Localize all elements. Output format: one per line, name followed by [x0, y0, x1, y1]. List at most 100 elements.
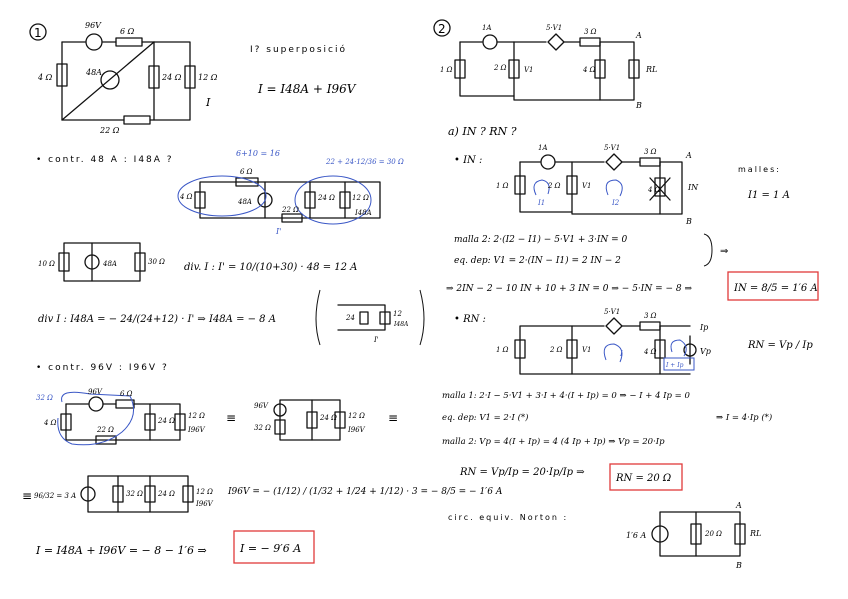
rn-label: • RN : — [454, 314, 486, 325]
norton-equivalent-circuit: 1′6 A 20 Ω RL A B — [626, 501, 761, 570]
eqdep2-equation: eq. dep: V1 = 2·I (*) — [442, 412, 528, 423]
svg-text:1A: 1A — [538, 144, 548, 152]
final-answer-box — [233, 530, 315, 564]
svg-text:I2: I2 — [611, 199, 620, 207]
svg-text:4 Ω: 4 Ω — [647, 186, 661, 194]
rn-calculation: RN = Vp/Ip = 20·Ip/Ip ⇒ — [459, 467, 585, 478]
resistor-icon — [115, 37, 143, 47]
problem2-main-circuit: 1A 5·V1 3 Ω 1 Ω 2 Ω V1 4 Ω RL A B — [440, 24, 657, 110]
svg-text:1 Ω: 1 Ω — [440, 66, 453, 74]
svg-text:I: I — [619, 350, 623, 358]
svg-text:B: B — [685, 217, 692, 226]
brace — [703, 233, 713, 267]
svg-text:IN: IN — [687, 183, 699, 192]
svg-text:24: 24 — [345, 314, 355, 322]
svg-text:48A: 48A — [102, 260, 117, 268]
svg-text:V1: V1 — [582, 346, 592, 354]
svg-text:12 Ω: 12 Ω — [198, 73, 218, 82]
final-sum: I = I48A + I96V = − 8 − 1′6 ⇒ — [35, 544, 207, 557]
problem1-number: 1 — [29, 23, 47, 41]
svg-text:2 Ω: 2 Ω — [547, 182, 561, 190]
svg-text:5·V1: 5·V1 — [604, 144, 620, 152]
svg-text:2 Ω: 2 Ω — [549, 346, 563, 354]
svg-text:A: A — [735, 501, 742, 510]
in-answer: IN = 8/5 = 1′6 A — [733, 283, 818, 294]
svg-text:B: B — [735, 561, 742, 570]
svg-text:2 Ω: 2 Ω — [493, 64, 507, 72]
rn-answer-box — [609, 463, 683, 491]
problem1-main-circuit: 96V 6 Ω 4 Ω 48A 24 Ω 12 Ω 22 Ω I — [37, 21, 218, 135]
svg-text:22 Ω: 22 Ω — [99, 126, 120, 135]
svg-text:I + Ip: I + Ip — [665, 362, 684, 369]
svg-text:4 Ω: 4 Ω — [43, 419, 57, 427]
svg-text:RL: RL — [749, 529, 761, 538]
svg-text:RL: RL — [645, 65, 657, 74]
voltage-source-icon — [85, 33, 103, 51]
svg-text:B: B — [635, 101, 642, 110]
svg-text:96V: 96V — [254, 402, 269, 410]
equivalence-sign: ≡ — [22, 489, 32, 503]
svg-text:12 Ω: 12 Ω — [188, 412, 205, 420]
svg-text:1 Ω: 1 Ω — [496, 346, 509, 354]
svg-text:24 Ω: 24 Ω — [157, 417, 175, 425]
resistor-icon — [56, 63, 68, 87]
svg-text:12: 12 — [393, 310, 402, 318]
svg-text:22 + 24·12/36 = 30 Ω: 22 + 24·12/36 = 30 Ω — [325, 158, 404, 166]
svg-text:I96V: I96V — [347, 426, 366, 434]
svg-text:Ip: Ip — [699, 323, 708, 332]
svg-text:A: A — [635, 31, 642, 40]
malla2b-equation: malla 2: Vp = 4(I + Ip) = 4 (4 Ip + Ip) … — [442, 436, 665, 447]
equivalence-sign: ≡ — [226, 411, 236, 425]
svg-text:24 Ω: 24 Ω — [319, 414, 337, 422]
svg-text:3 Ω: 3 Ω — [644, 312, 657, 320]
rn-formula: RN = Vp / Ip — [747, 340, 813, 351]
svg-text:32 Ω: 32 Ω — [36, 394, 53, 402]
svg-text:12 Ω: 12 Ω — [196, 488, 213, 496]
eqdep1-equation: eq. dep: V1 = 2·(IN − I1) = 2 IN − 2 — [454, 255, 621, 266]
svg-text:4 Ω: 4 Ω — [179, 193, 193, 201]
in-circuit: 1A 5·V1 3 Ω 1 Ω 2 Ω V1 4 Ω IN A B I1 I2 — [496, 144, 699, 226]
i-substitution: ⇒ I = 4·Ip (*) — [716, 412, 772, 423]
svg-text:10 Ω: 10 Ω — [38, 260, 55, 268]
i1-equation: I1 = 1 A — [747, 190, 790, 201]
svg-text:5·V1: 5·V1 — [604, 308, 620, 316]
svg-text:3 Ω: 3 Ω — [584, 28, 597, 36]
resistor-icon — [184, 65, 196, 89]
malles-label: malles: — [738, 165, 781, 174]
svg-text:24 Ω: 24 Ω — [161, 73, 182, 82]
svg-text:4 Ω: 4 Ω — [643, 348, 657, 356]
malla1-equation: malla 1: 2·I − 5·V1 + 3·I + 4·(I + Ip) =… — [442, 390, 691, 401]
in-answer-box — [727, 271, 819, 301]
contr96-circuit: 32 Ω 96V 6 Ω 4 Ω 22 Ω 24 Ω 12 Ω I96V — [36, 388, 206, 446]
svg-text:V1: V1 — [582, 182, 592, 190]
problem2-number: 2 — [433, 19, 451, 37]
svg-text:6 Ω: 6 Ω — [120, 390, 133, 398]
current-source-icon — [100, 70, 120, 90]
svg-text:4 Ω: 4 Ω — [582, 66, 596, 74]
div-current-2: div I : I48A = − 24/(24+12) · I' ⇒ I48A … — [38, 314, 276, 325]
svg-text:I96V: I96V — [187, 426, 206, 434]
svg-text:Vp: Vp — [700, 347, 711, 356]
in-label: • IN : — [454, 155, 482, 166]
contr48-circuit: 4 Ω 6 Ω 48A 22 Ω 24 Ω 12 Ω I48A 6+10 = 1… — [177, 149, 404, 236]
svg-text:1 Ω: 1 Ω — [496, 182, 509, 190]
rn-answer: RN = 20 Ω — [615, 473, 671, 484]
svg-text:48A: 48A — [237, 198, 252, 206]
svg-text:2: 2 — [438, 22, 446, 36]
contr96-title: • contr. 96V : I96V ? — [36, 363, 169, 373]
contr48-title: • contr. 48 A : I48A ? — [36, 155, 174, 165]
malla2-equation: malla 2: 2·(I2 − I1) − 5·V1 + 3·IN = 0 — [454, 234, 628, 245]
svg-text:1′6 A: 1′6 A — [626, 531, 647, 540]
svg-text:24 Ω: 24 Ω — [157, 490, 175, 498]
reduced-circuit: 96V 32 Ω 24 Ω 12 Ω I96V — [254, 399, 366, 441]
svg-text:12 Ω: 12 Ω — [348, 412, 365, 420]
implies-arrow: ⇒ — [720, 246, 728, 257]
svg-text:32 Ω: 32 Ω — [254, 424, 271, 432]
svg-text:1A: 1A — [482, 24, 492, 32]
svg-text:6 Ω: 6 Ω — [240, 168, 253, 176]
svg-text:I': I' — [373, 336, 379, 344]
norton-sum-circuit: 96/32 = 3 A 32 Ω 24 Ω 12 Ω I96V — [34, 475, 214, 513]
svg-text:96V: 96V — [88, 388, 103, 396]
final-answer: I = − 9′6 A — [239, 542, 301, 555]
